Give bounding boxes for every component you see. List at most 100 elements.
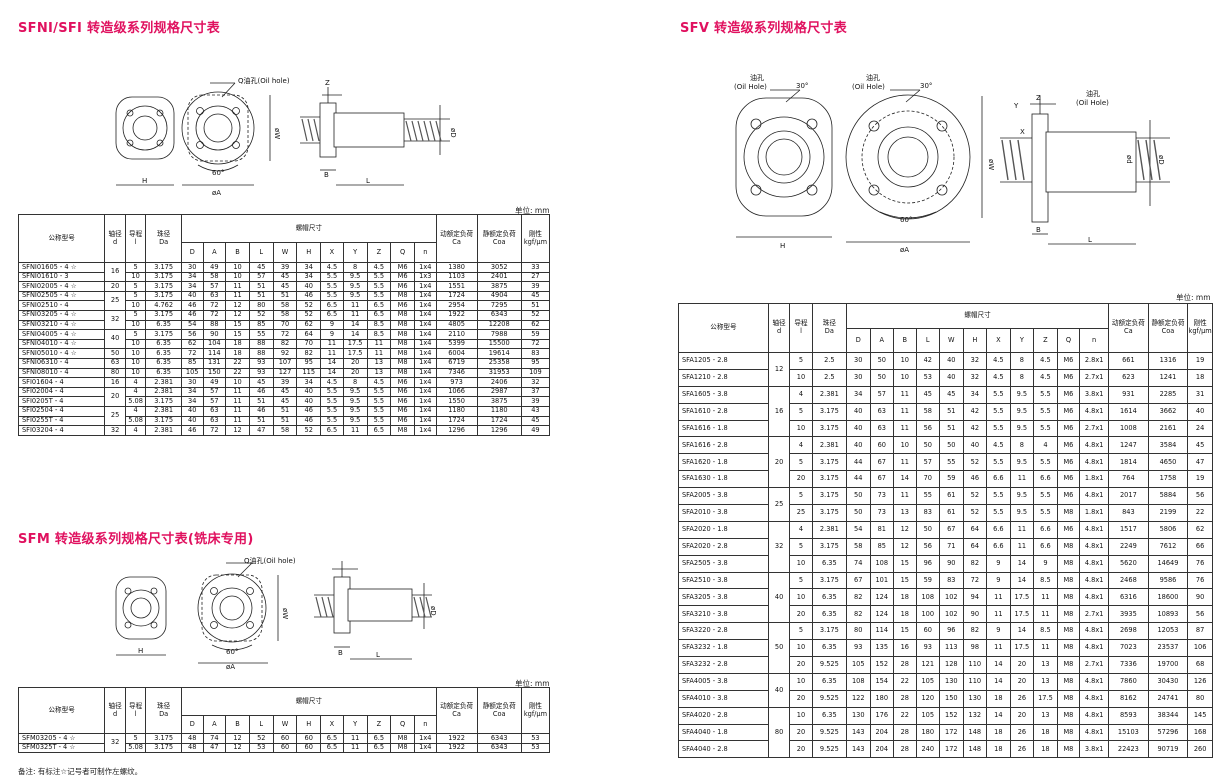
value-cell: 2.381	[811, 520, 847, 539]
value-cell: 17.5	[342, 338, 368, 350]
value-cell: 113	[939, 639, 964, 658]
model-cell: SFA4005 - 3.8	[678, 672, 769, 691]
value-cell: 10	[124, 319, 147, 331]
value-cell: 81	[869, 520, 895, 539]
value-cell: 4.8x1	[1079, 689, 1110, 708]
value-cell: 3.175	[811, 453, 847, 472]
value-cell: 8162	[1108, 689, 1149, 708]
value-cell: 5.5	[366, 415, 392, 427]
value-cell: 107	[272, 357, 298, 369]
value-cell: 57	[202, 281, 227, 292]
svg-text:øD: øD	[1157, 155, 1165, 165]
value-cell: 7023	[1108, 639, 1149, 658]
value-cell: 6.5	[320, 733, 344, 744]
value-cell: 4.8x1	[1079, 402, 1110, 421]
value-cell: 6.35	[145, 357, 182, 369]
sfv-oil-hole-cn-3: 油孔	[1086, 89, 1100, 98]
value-cell: 56	[915, 537, 941, 556]
value-cell: 58	[202, 271, 227, 283]
value-cell: 40	[296, 281, 322, 292]
value-cell: 67	[845, 571, 871, 590]
value-cell: 61	[939, 487, 964, 506]
value-cell: 22	[1187, 504, 1213, 522]
value-cell: 73	[869, 504, 895, 522]
value-cell: 1x4	[413, 405, 437, 417]
value-cell: 18	[986, 723, 1011, 742]
value-cell: 63	[869, 419, 895, 438]
value-cell: M6	[390, 415, 415, 427]
value-cell: 3.175	[811, 419, 847, 438]
value-cell: 12	[225, 742, 250, 754]
value-cell: 15	[893, 571, 917, 590]
value-cell: 46	[296, 405, 322, 417]
value-cell: 10	[225, 377, 250, 388]
value-cell: 19700	[1147, 656, 1189, 674]
value-cell: 28	[893, 689, 917, 708]
value-cell: 108	[869, 554, 895, 573]
value-cell: 3.8x1	[1079, 740, 1110, 759]
sfv-oil-hole-en-1: (Oil Hole)	[734, 83, 767, 91]
value-cell: 10	[789, 419, 813, 438]
value-cell: 9	[1033, 554, 1058, 573]
value-cell: 57296	[1147, 723, 1189, 742]
value-cell: M8	[1056, 723, 1081, 742]
value-cell: 67	[869, 470, 895, 489]
sfv-diagram: 油孔 (Oil Hole) 30° 油孔 (Oil Hole) 30° 油孔 (…	[734, 73, 1170, 252]
value-cell: 25	[767, 487, 791, 522]
value-cell: M8	[390, 348, 415, 359]
value-cell: 4.5	[366, 377, 392, 388]
value-cell: 13	[1033, 656, 1058, 674]
value-cell: 46	[296, 290, 322, 302]
value-cell: 22	[893, 672, 917, 691]
value-cell: 1x4	[413, 357, 437, 369]
value-cell: 9586	[1147, 571, 1189, 590]
value-cell: 10	[225, 271, 250, 283]
model-cell: SFNI03205 - 4 ☆	[17, 309, 106, 321]
value-cell: 46	[962, 470, 988, 489]
value-cell: 152	[939, 706, 964, 725]
value-cell: 114	[869, 622, 895, 641]
svg-text:øD: øD	[429, 606, 437, 616]
svg-text:Y: Y	[1013, 102, 1019, 110]
value-cell: 108	[915, 588, 941, 607]
value-cell: 40	[104, 329, 126, 350]
value-cell: 52	[962, 487, 988, 506]
model-cell: SFA2510 - 3.8	[678, 571, 769, 590]
value-cell: 130	[939, 672, 964, 691]
value-cell: 1066	[435, 386, 478, 398]
value-cell: 18	[986, 689, 1011, 708]
value-cell: 98	[962, 639, 988, 658]
value-cell: 5	[124, 329, 147, 340]
value-cell: 5806	[1147, 520, 1189, 539]
value-cell: 5.5	[1033, 453, 1058, 472]
value-cell: M8	[390, 329, 415, 340]
value-cell: 51	[939, 402, 964, 421]
value-cell: 11	[225, 281, 250, 292]
value-cell: 4.5	[1033, 368, 1058, 387]
value-cell: 72	[180, 348, 204, 359]
value-cell: 63	[202, 405, 227, 417]
value-cell: 52	[296, 425, 322, 436]
svg-text:L: L	[366, 177, 370, 185]
value-cell: 74	[845, 554, 871, 573]
model-cell: SFI0255T - 4	[17, 415, 106, 427]
model-cell: SFNI04005 - 4 ☆	[17, 329, 106, 340]
value-cell: 57	[202, 396, 227, 407]
model-cell: SFNI06310 - 4	[17, 357, 106, 369]
value-cell: 28	[893, 656, 917, 674]
value-cell: 3.175	[145, 415, 182, 427]
value-cell: 13	[893, 504, 917, 522]
value-cell: 60	[272, 742, 298, 754]
value-cell: 62	[520, 319, 551, 331]
value-cell: 1x3	[413, 271, 437, 283]
value-cell: 80	[248, 300, 274, 311]
